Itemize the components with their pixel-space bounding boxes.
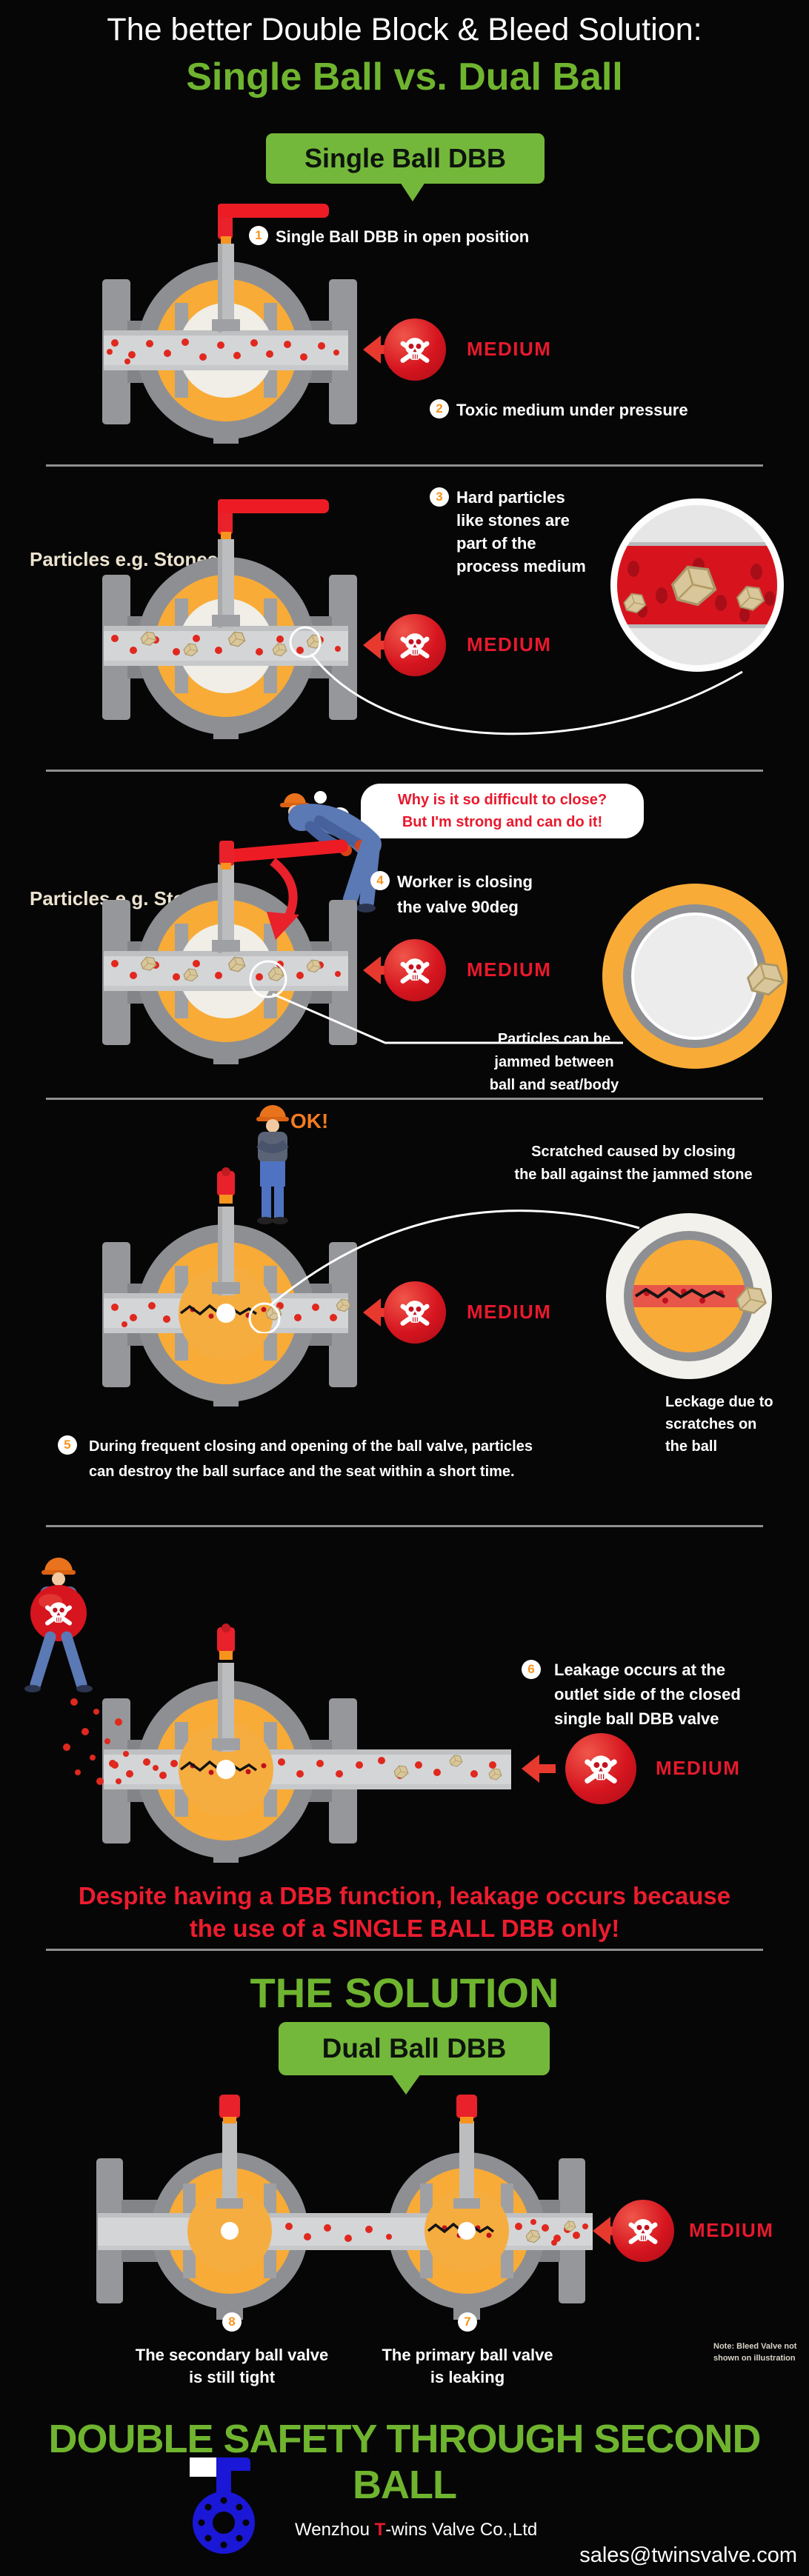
- contaminated-worker-figure: [24, 1558, 93, 1692]
- single-ball-dbb-badge: Single Ball DBB: [266, 133, 545, 184]
- section-divider: [46, 770, 763, 772]
- medium-label: MEDIUM: [467, 338, 552, 360]
- arrow-left-icon: [593, 2217, 627, 2245]
- pipe-zoom-detail: [610, 498, 784, 672]
- section-divider: [46, 464, 763, 467]
- zoom-connector-line: [248, 1209, 640, 1333]
- skull-icon: [612, 2200, 674, 2262]
- arrow-left-icon: [363, 336, 397, 364]
- valve-stems: [216, 2095, 480, 2209]
- secondary-valve-label: The secondary ball valve is still tight: [135, 2346, 329, 2386]
- scratched-note: Scratched caused by closing the ball aga…: [514, 1144, 753, 1183]
- jammed-note: Particles can be jammed between ball and…: [489, 1031, 619, 1093]
- badge-pointer: [391, 2074, 421, 2095]
- primary-valve-label: The primary ball valve is leaking: [382, 2346, 553, 2386]
- leakage-note: Leckage due to scratches on the ball: [665, 1394, 773, 1455]
- skull-icon: [384, 1281, 446, 1344]
- worker-figure-arms-crossed: [256, 1105, 289, 1224]
- step-3-number: 3: [430, 487, 449, 507]
- valve-handle-open: [218, 499, 329, 539]
- solution-title: THE SOLUTION: [250, 1969, 559, 2016]
- badge-pointer: [400, 182, 425, 201]
- ok-label: OK!: [290, 1110, 329, 1132]
- step-5-label: During frequent closing and opening of t…: [89, 1438, 533, 1480]
- zoom-connector-line: [249, 960, 623, 1044]
- sales-email-link[interactable]: sales@twinsvalve.com: [579, 2543, 797, 2567]
- section-divider: [46, 1949, 763, 1951]
- skull-icon: [565, 1733, 636, 1804]
- step-6-label: Leakage occurs at the outlet side of the…: [554, 1661, 741, 1728]
- valve-open-illustration: [102, 204, 357, 444]
- medium-label: MEDIUM: [689, 2219, 774, 2241]
- company-logo: [190, 2457, 255, 2554]
- valve-handle-gripped: [219, 839, 348, 870]
- skull-icon: [384, 318, 446, 381]
- rotation-arrow-icon: [267, 858, 299, 940]
- single-ball-dbb-badge-label: Single Ball DBB: [304, 143, 507, 173]
- arrow-left-icon: [363, 956, 397, 984]
- pipe: [104, 1749, 511, 1789]
- valve-handle-closed: [217, 1167, 235, 1204]
- step-5-number: 5: [58, 1435, 77, 1455]
- zoom-connector-line: [289, 626, 743, 735]
- medium-particles-between: [285, 2223, 392, 2242]
- step-3-label: Hard particles like stones are part of t…: [456, 488, 586, 575]
- step-4-number: 4: [370, 871, 390, 890]
- page-title: The better Double Block & Bleed Solution…: [107, 12, 702, 47]
- medium-label: MEDIUM: [467, 958, 552, 981]
- skull-icon: [384, 614, 446, 676]
- skull-icon: [384, 939, 446, 1001]
- scratched-ball-zoom-detail: [606, 1213, 772, 1379]
- step-2-number: 2: [430, 399, 449, 418]
- arrow-left-icon: [363, 1298, 397, 1327]
- bleed-note: Note: Bleed Valve not shown on illustrat…: [713, 2342, 797, 2363]
- thought-bubble: Why is it so difficult to close? But I'm…: [361, 784, 644, 838]
- valve-closing-illustration: [102, 839, 357, 1064]
- thought-bubble-text: Why is it so difficult to close? But I'm…: [397, 792, 607, 830]
- step-2-label: Toxic medium under pressure: [456, 401, 688, 419]
- warning-text: Despite having a DBB function, leakage o…: [78, 1882, 731, 1942]
- worker-figure: [280, 793, 382, 912]
- valve-scratched-illustration: [102, 1167, 357, 1407]
- medium-particles: [107, 338, 339, 364]
- section-divider: [46, 1098, 763, 1100]
- thought-bubble-trail: [314, 791, 327, 804]
- page-subtitle: Single Ball vs. Dual Ball: [186, 56, 623, 99]
- medium-label: MEDIUM: [467, 633, 552, 655]
- step-7-number: 7: [458, 2312, 477, 2332]
- step-4-label: Worker is closing the valve 90deg: [397, 872, 533, 916]
- footer-headline: DOUBLE SAFETY THROUGH SECOND BALL: [48, 2417, 761, 2507]
- medium-label: MEDIUM: [467, 1301, 552, 1323]
- medium-label: MEDIUM: [656, 1757, 741, 1779]
- dual-ball-dbb-badge: Dual Ball DBB: [279, 2022, 550, 2075]
- valve-leaking-illustration: [63, 1624, 511, 1863]
- company-name: Wenzhou T-wins Valve Co.,Ltd: [295, 2520, 538, 2540]
- step-1-number: 1: [249, 226, 268, 245]
- valve-handle-closed: [217, 1624, 235, 1660]
- step-8-number: 8: [222, 2312, 242, 2332]
- dual-ball-dbb-badge-label: Dual Ball DBB: [322, 2033, 507, 2063]
- leak-spray-particles: [63, 1698, 129, 1785]
- company-name-highlight: T: [374, 2520, 386, 2540]
- section-divider: [46, 1525, 763, 1527]
- dual-ball-valve-illustration: [96, 2095, 593, 2320]
- step-6-number: 6: [522, 1660, 541, 1679]
- arrow-left-icon: [522, 1755, 556, 1783]
- arrow-left-icon: [363, 631, 397, 659]
- step-1-label: Single Ball DBB in open position: [276, 227, 530, 246]
- ball-seat-zoom-detail: [602, 884, 788, 1069]
